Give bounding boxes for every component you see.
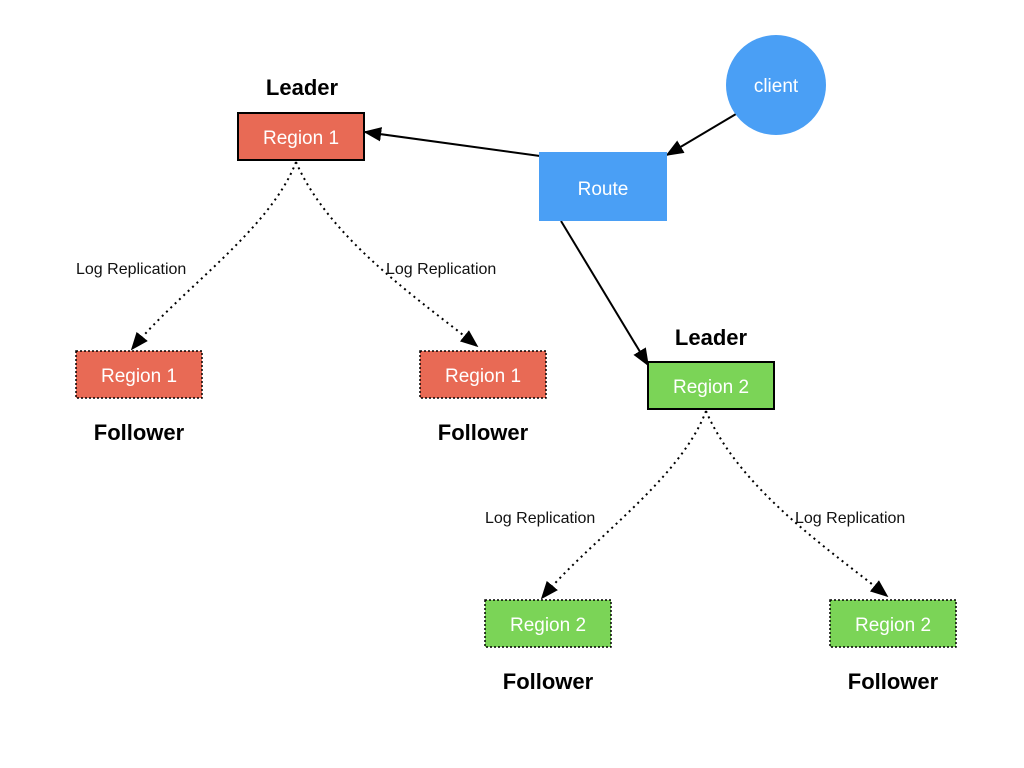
edge-label-region1-left: Log Replication [76,261,186,278]
edge-label-region2-left: Log Replication [485,510,595,527]
edge-label-region2-right: Log Replication [795,510,905,527]
edge-client-to-route [665,113,737,156]
region2-leader-box [647,361,775,410]
region1-follower-left-label: Region 1 [101,366,177,387]
region2-follower-right-role: Follower [848,669,939,694]
edge-route-to-region1-leader [363,127,541,157]
region1-follower-left-box [75,350,203,399]
region2-follower-left-label: Region 2 [510,615,586,636]
region1-leader-node[interactable]: Leader Region 1 [237,75,365,161]
region1-follower-left-role: Follower [94,420,185,445]
region1-leader-box [237,112,365,161]
region1-follower-right-box [419,350,547,399]
route-box [539,152,667,221]
client-label: client [754,76,799,97]
region1-follower-right-role: Follower [438,420,529,445]
region2-follower-left-box [484,599,612,648]
region2-follower-left-node[interactable]: Region 2 Follower [484,599,612,694]
region2-follower-right-node[interactable]: Region 2 Follower [829,599,957,694]
region2-follower-right-label: Region 2 [855,615,931,636]
route-label: Route [578,179,629,200]
region1-follower-right-label: Region 1 [445,366,521,387]
region2-follower-right-box [829,599,957,648]
region2-leader-label: Region 2 [673,377,749,398]
region1-follower-left-node[interactable]: Region 1 Follower [75,350,203,445]
edge-route-to-region2-leader [560,220,649,367]
edge-labels: Log Replication Log Replication Log Repl… [76,261,905,527]
edge-label-region1-right: Log Replication [386,261,496,278]
replication-edge-region2-left [540,410,707,600]
client-node[interactable]: client [726,35,826,135]
region2-leader-role: Leader [675,325,748,350]
region1-leader-role: Leader [266,75,339,100]
client-circle-icon [726,35,826,135]
edges [130,113,889,600]
replication-edge-region1-left [130,161,297,351]
region2-follower-left-role: Follower [503,669,594,694]
region2-leader-node[interactable]: Leader Region 2 [647,325,775,410]
region1-follower-right-node[interactable]: Region 1 Follower [419,350,547,445]
replication-edge-region1-right [295,161,479,348]
replication-edge-region2-right [705,410,889,598]
route-node[interactable]: Route [539,152,667,221]
region1-leader-label: Region 1 [263,128,339,149]
